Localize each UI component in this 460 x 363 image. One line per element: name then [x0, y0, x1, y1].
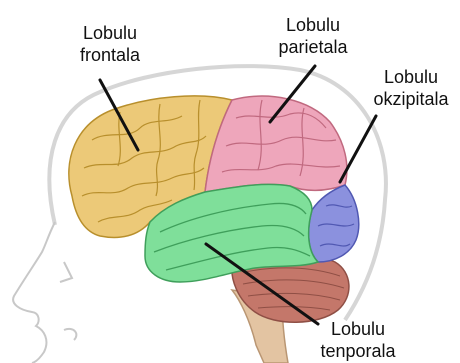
lip-mark: [64, 329, 76, 340]
nostril-mark: [60, 262, 72, 282]
parietal-lobe: [205, 96, 347, 192]
label-parietal-line1: Lobulu: [258, 14, 368, 36]
label-frontal-line2: frontala: [58, 44, 162, 66]
label-occipital-line1: Lobulu: [362, 66, 460, 88]
label-parietal-line2: parietala: [258, 36, 368, 58]
label-occipital-lobe: Lobulu okzipitala: [362, 66, 460, 110]
label-parietal-lobe: Lobulu parietala: [258, 14, 368, 58]
label-frontal-lobe: Lobulu frontala: [58, 22, 162, 66]
occipital-pointer: [340, 116, 376, 182]
label-temporal-lobe: Lobulu tenporala: [306, 318, 410, 362]
label-occipital-line2: okzipitala: [362, 88, 460, 110]
label-frontal-line1: Lobulu: [58, 22, 162, 44]
label-temporal-line2: tenporala: [306, 340, 410, 362]
face-profile: [13, 222, 55, 363]
label-temporal-line1: Lobulu: [306, 318, 410, 340]
occipital-lobe: [309, 185, 359, 262]
